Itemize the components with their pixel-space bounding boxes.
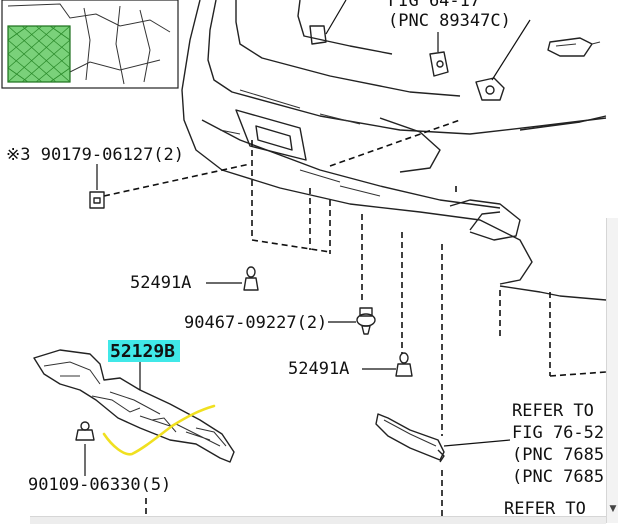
bolt-90467 <box>328 307 376 335</box>
reflector-lamp <box>375 413 445 463</box>
hook-part <box>547 37 601 57</box>
minimap-thumbnail[interactable] <box>1 0 179 89</box>
undercover-52129b <box>33 349 235 463</box>
label-52491a-right[interactable]: 52491A <box>288 359 349 379</box>
label-pnc-7685-b[interactable]: (PNC 7685 <box>512 467 604 487</box>
yellow-annotation-stroke <box>102 404 216 456</box>
bracket-upper <box>309 0 347 45</box>
label-fig-64-17[interactable]: FIG 64-17 <box>388 0 480 11</box>
dashed-leader-lines <box>103 119 607 516</box>
leader-refer-fig-76-52 <box>443 439 511 447</box>
label-refer-to-2[interactable]: REFER TO <box>504 499 586 519</box>
horizontal-scrollbar[interactable] <box>30 516 606 524</box>
label-90467-09227[interactable]: 90467-09227(2) <box>184 313 327 333</box>
clip-52491a-right <box>362 352 413 377</box>
label-90179-06127[interactable]: ※3 90179-06127(2) <box>6 145 184 165</box>
label-52491a-left[interactable]: 52491A <box>130 273 191 293</box>
label-pnc-89347c[interactable]: (PNC 89347C) <box>388 11 511 31</box>
label-52129b[interactable]: 52129B <box>110 341 175 362</box>
label-90109-06330[interactable]: 90109-06330(5) <box>28 475 171 495</box>
sensor-bracket <box>475 19 531 101</box>
label-fig-76-52[interactable]: FIG 76-52 <box>512 423 604 443</box>
label-pnc-7685-a[interactable]: (PNC 7685 <box>512 445 604 465</box>
vertical-scrollbar[interactable]: ▼ <box>606 218 618 523</box>
bracket-89347c <box>429 32 449 77</box>
retainer-90179 <box>89 164 105 209</box>
part-52129b-highlight <box>108 340 180 362</box>
scroll-down-icon[interactable]: ▼ <box>609 504 617 514</box>
rear-bumper-cover <box>181 0 607 301</box>
bolt-90109 <box>75 421 95 476</box>
label-refer-to-1[interactable]: REFER TO <box>512 401 594 421</box>
clip-52491a-left <box>206 266 259 291</box>
